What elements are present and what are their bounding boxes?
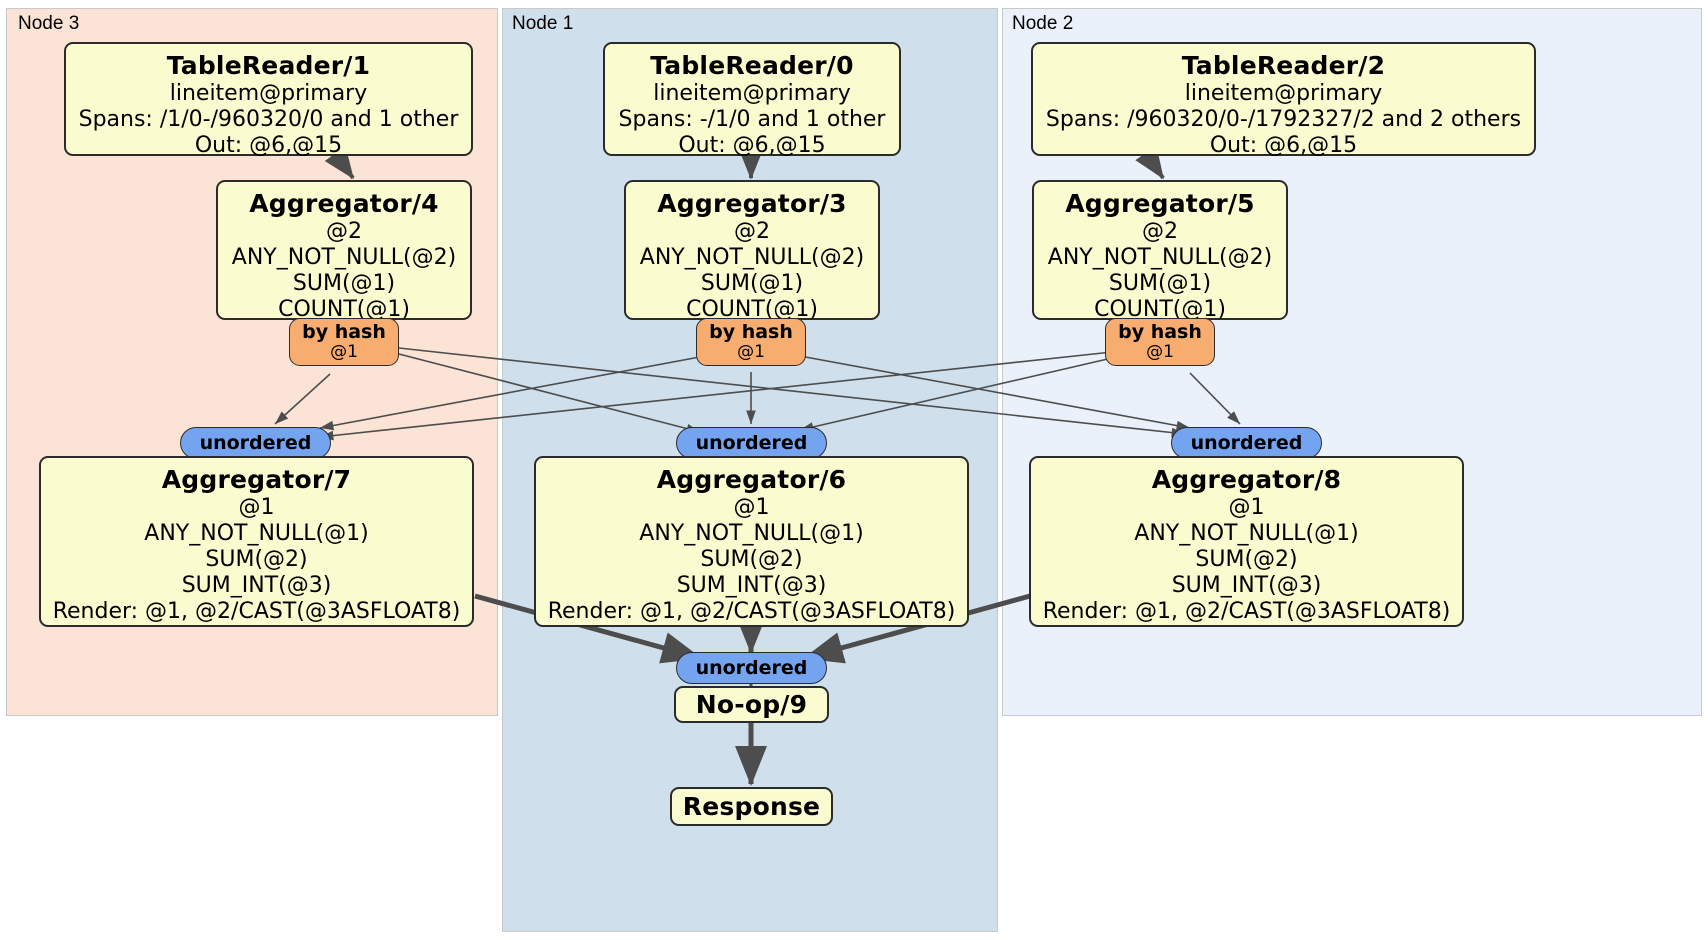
node-line: lineitem@primary xyxy=(653,81,851,106)
node-line: @1 xyxy=(1228,495,1265,520)
node-render-line: Render: @1, @2/CAST(@3ASFLOAT8) xyxy=(547,599,956,624)
router-column-label: @1 xyxy=(737,342,765,362)
node-render-line: Render: @1, @2/CAST(@3ASFLOAT8) xyxy=(52,599,461,624)
node-line: Out: @6,@15 xyxy=(194,133,343,158)
node-line: SUM_INT(@3) xyxy=(676,573,827,598)
node-line: Out: @6,@15 xyxy=(1209,133,1358,158)
router-badge-by-hash-left[interactable]: by hash @1 xyxy=(289,318,399,366)
node-line: @2 xyxy=(1142,219,1178,244)
node-aggregator-3[interactable]: Aggregator/3 @2 ANY_NOT_NULL(@2) SUM(@1)… xyxy=(624,180,880,322)
cluster-label-node-3: Node 3 xyxy=(18,13,80,34)
node-line: Spans: /960320/0-/1792327/2 and 2 others xyxy=(1045,107,1522,132)
node-tablereader-1[interactable]: TableReader/1 lineitem@primary Spans: /1… xyxy=(64,42,473,158)
node-line: SUM_INT(@3) xyxy=(1171,573,1322,598)
node-title: TableReader/2 xyxy=(1181,51,1386,80)
node-line: @2 xyxy=(734,219,770,244)
node-response[interactable]: Response xyxy=(670,787,833,826)
node-line: ANY_NOT_NULL(@1) xyxy=(144,521,369,546)
node-line: SUM(@1) xyxy=(700,271,804,296)
node-tablereader-0[interactable]: TableReader/0 lineitem@primary Spans: -/… xyxy=(603,42,901,158)
router-column-label: @1 xyxy=(1146,342,1174,362)
node-line: ANY_NOT_NULL(@2) xyxy=(231,245,457,270)
node-line: SUM(@2) xyxy=(700,547,803,572)
node-title: Aggregator/3 xyxy=(657,189,847,218)
node-title: TableReader/1 xyxy=(166,51,371,80)
router-badge-by-hash-center[interactable]: by hash @1 xyxy=(696,318,806,366)
synchronizer-badge-unordered-left[interactable]: unordered xyxy=(180,427,331,459)
node-line: ANY_NOT_NULL(@2) xyxy=(1047,245,1273,270)
node-line: @2 xyxy=(326,219,362,244)
node-aggregator-7[interactable]: Aggregator/7 @1 ANY_NOT_NULL(@1) SUM(@2)… xyxy=(39,456,474,627)
synchronizer-badge-unordered-center[interactable]: unordered xyxy=(676,427,827,459)
node-line: Out: @6,@15 xyxy=(678,133,826,158)
synchronizer-type-label: unordered xyxy=(1190,431,1303,454)
node-line: ANY_NOT_NULL(@2) xyxy=(639,245,865,270)
router-type-label: by hash xyxy=(302,321,386,343)
node-aggregator-4[interactable]: Aggregator/4 @2 ANY_NOT_NULL(@2) SUM(@1)… xyxy=(216,180,472,322)
synchronizer-type-label: unordered xyxy=(199,431,312,454)
node-line: lineitem@primary xyxy=(1184,81,1383,106)
node-line: SUM_INT(@3) xyxy=(181,573,332,598)
node-line: ANY_NOT_NULL(@1) xyxy=(639,521,864,546)
node-line: ANY_NOT_NULL(@1) xyxy=(1134,521,1359,546)
router-type-label: by hash xyxy=(1118,321,1202,343)
synchronizer-badge-unordered-right[interactable]: unordered xyxy=(1171,427,1322,459)
node-line: SUM(@1) xyxy=(1108,271,1212,296)
router-column-label: @1 xyxy=(330,342,358,362)
node-line: lineitem@primary xyxy=(169,81,368,106)
node-render-line: Render: @1, @2/CAST(@3ASFLOAT8) xyxy=(1042,599,1451,624)
router-type-label: by hash xyxy=(709,321,793,343)
node-line: COUNT(@1) xyxy=(1094,297,1226,322)
node-line: COUNT(@1) xyxy=(278,297,410,322)
node-line: SUM(@2) xyxy=(205,547,308,572)
node-line: SUM(@1) xyxy=(292,271,396,296)
node-title: Response xyxy=(682,792,821,821)
node-line: COUNT(@1) xyxy=(686,297,818,322)
cluster-label-node-2: Node 2 xyxy=(1012,13,1074,34)
node-aggregator-6[interactable]: Aggregator/6 @1 ANY_NOT_NULL(@1) SUM(@2)… xyxy=(534,456,969,627)
node-tablereader-2[interactable]: TableReader/2 lineitem@primary Spans: /9… xyxy=(1031,42,1536,158)
node-line: Spans: -/1/0 and 1 other xyxy=(618,107,886,132)
node-title: Aggregator/7 xyxy=(161,465,352,494)
node-aggregator-8[interactable]: Aggregator/8 @1 ANY_NOT_NULL(@1) SUM(@2)… xyxy=(1029,456,1464,627)
node-title: Aggregator/6 xyxy=(656,465,847,494)
node-title: Aggregator/4 xyxy=(249,189,439,218)
node-line: @1 xyxy=(733,495,770,520)
synchronizer-type-label: unordered xyxy=(695,431,808,454)
node-line: SUM(@2) xyxy=(1195,547,1298,572)
node-title: TableReader/0 xyxy=(650,51,854,80)
node-title: No-op/9 xyxy=(695,690,808,719)
node-line: Spans: /1/0-/960320/0 and 1 other xyxy=(78,107,459,132)
synchronizer-badge-unordered-final[interactable]: unordered xyxy=(676,652,827,684)
node-line: @1 xyxy=(238,495,275,520)
node-title: Aggregator/5 xyxy=(1065,189,1255,218)
node-title: Aggregator/8 xyxy=(1151,465,1342,494)
router-badge-by-hash-right[interactable]: by hash @1 xyxy=(1105,318,1215,366)
synchronizer-type-label: unordered xyxy=(695,656,808,679)
node-no-op-9[interactable]: No-op/9 xyxy=(674,686,829,723)
cluster-label-node-1: Node 1 xyxy=(512,13,574,34)
node-aggregator-5[interactable]: Aggregator/5 @2 ANY_NOT_NULL(@2) SUM(@1)… xyxy=(1032,180,1288,322)
